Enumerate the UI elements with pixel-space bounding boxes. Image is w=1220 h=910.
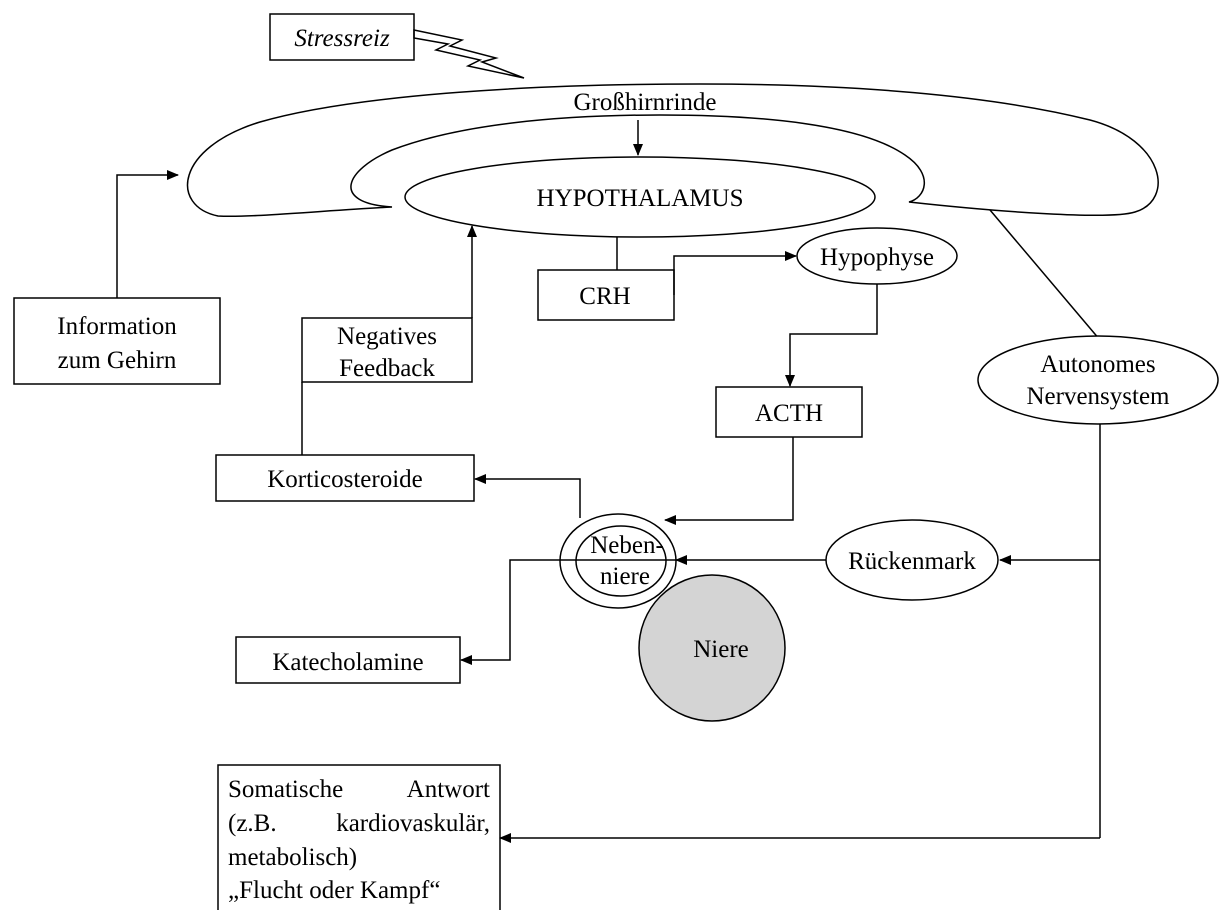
somatic-label-line4: „Flucht oder Kampf“ [228, 877, 440, 904]
acth-node: ACTH [715, 386, 863, 438]
grosshirnrinde-shape [186, 83, 1159, 218]
nebenniere-label-line1: Neben- [590, 532, 664, 559]
somatic-label-line2a: (z.B. [228, 810, 277, 837]
niere-label: Niere [693, 636, 749, 663]
somatic-label-line3: metabolisch) [228, 844, 357, 871]
somatic-label-line2b: kardiovaskulär, [336, 810, 490, 837]
katecholamine-label: Katecholamine [272, 649, 423, 676]
nebenniere-to-korticosteroide-arrow [474, 474, 581, 518]
niere-circle [638, 574, 786, 722]
korticosteroide-node: Korticosteroide [215, 454, 475, 502]
katecholamine-node: Katecholamine [235, 636, 461, 684]
somatic-response-node: Somatische Antwort (z.B. kardiovaskulär,… [217, 764, 501, 910]
somatic-label-line1b: Antwort [407, 776, 490, 803]
crh-node: CRH [537, 269, 675, 321]
nebenniere-label-line2: niere [600, 563, 650, 590]
autonomes-label-line2: Nervensystem [1026, 383, 1170, 410]
nebenniere-outer-ellipse [559, 513, 677, 609]
rueckenmark-label: Rückenmark [848, 548, 976, 575]
autonomes-label-line1: Autonomes [1040, 351, 1155, 378]
cortex-to-autonomes-line [989, 209, 1101, 341]
hypophyse-to-acth-arrow [785, 284, 878, 387]
feedback-label-line1: Negatives [337, 323, 437, 350]
hypothalamus-label: HYPOTHALAMUS [537, 185, 744, 212]
nebenniere-inner-ellipse [575, 525, 667, 597]
grosshirnrinde-label: Großhirnrinde [573, 89, 716, 116]
information-to-cortex-arrow [116, 170, 179, 298]
hypophyse-label: Hypophyse [820, 244, 934, 271]
somatic-label-line1a: Somatische [228, 776, 343, 803]
hypothalamus-ellipse [404, 156, 876, 238]
information-node: Information zum Gehirn [13, 297, 221, 385]
acth-label: ACTH [755, 400, 823, 427]
stressreiz-node: Stressreiz [269, 13, 415, 61]
feedback-node: Negatives Feedback [301, 317, 473, 383]
information-label-line2: zum Gehirn [58, 347, 177, 374]
information-label-line1: Information [57, 313, 177, 340]
crh-label: CRH [579, 283, 630, 310]
lightning-bolt-icon [413, 29, 525, 79]
feedback-label-line2: Feedback [339, 355, 435, 382]
stressreiz-label: Stressreiz [294, 25, 390, 52]
crh-to-hypophyse-arrow [673, 251, 797, 295]
autonomes-ellipse [977, 335, 1219, 425]
nebenniere-to-katecholamine-arrow [460, 559, 560, 665]
acth-to-nebenniere-arrow [664, 437, 794, 525]
korticosteroide-label: Korticosteroide [267, 466, 423, 493]
